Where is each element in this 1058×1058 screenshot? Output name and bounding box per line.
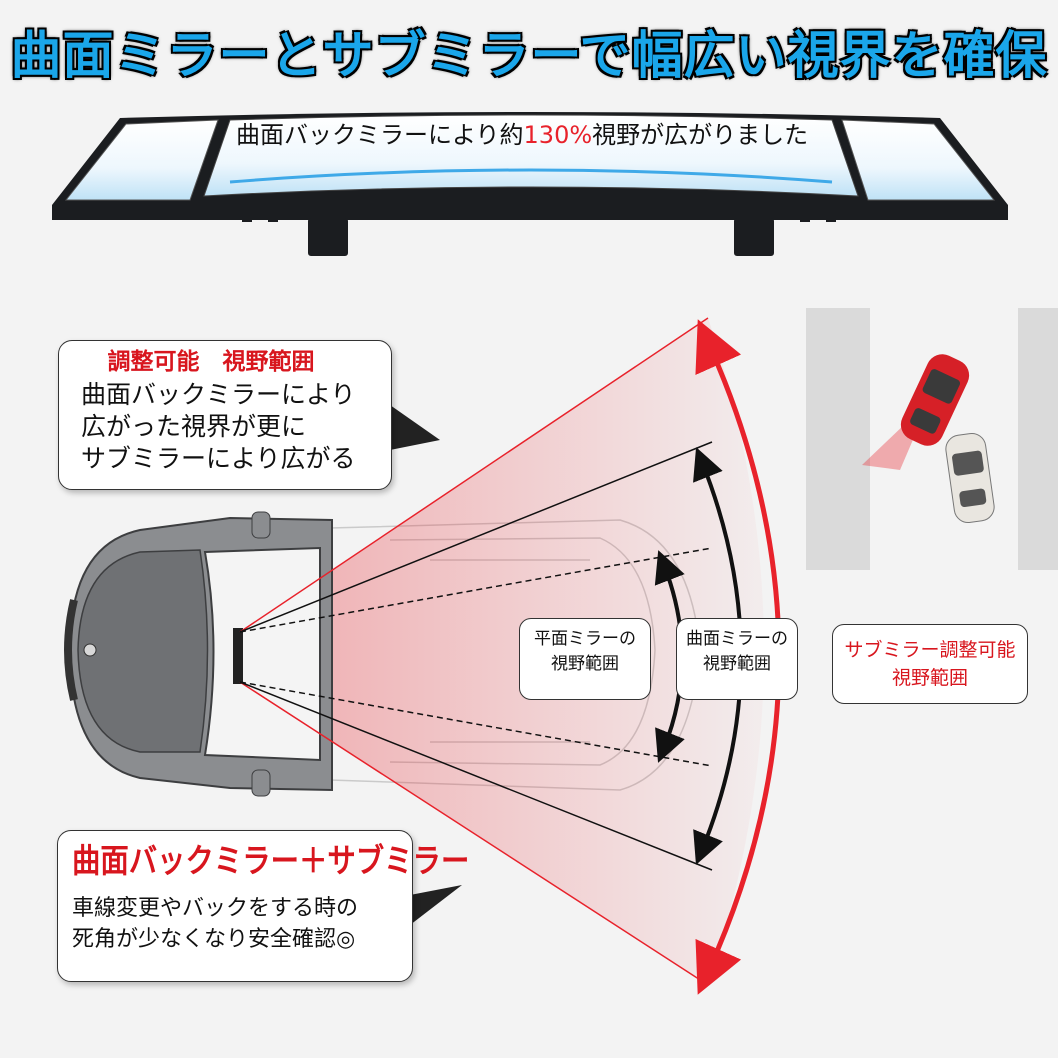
road-lane-right <box>1018 308 1058 570</box>
flat-label-line: 視野範囲 <box>551 654 619 674</box>
curved-label-line: 視野範囲 <box>703 654 771 674</box>
red-view-cone <box>240 318 764 985</box>
red-car <box>900 354 970 446</box>
adjustable-view-line: サブミラーにより広がる <box>81 444 356 473</box>
curved-mirror-range-label: 曲面ミラーの 視野範囲 <box>676 618 798 700</box>
sub-label-line: 視野範囲 <box>891 667 968 689</box>
road-scene <box>806 308 1058 570</box>
adjustable-view-line: 広がった視界が更に <box>81 412 307 441</box>
flat-mirror-range-label: 平面ミラーの 視野範囲 <box>519 618 651 700</box>
caption-suffix: 視野が広がりました <box>592 121 809 149</box>
center-blue-curve <box>229 168 833 184</box>
car-mirror-right <box>251 769 271 797</box>
mirror-caption: 曲面バックミラーにより約130%視野が広がりました <box>236 118 856 152</box>
car-hood <box>77 549 209 753</box>
right-sub-mirror <box>841 119 996 201</box>
adjustable-view-body: 曲面バックミラーにより 広がった視界が更に サブミラーにより広がる <box>81 379 391 475</box>
sub-label-line: サブミラー調整可能 <box>844 639 1016 661</box>
curved-label-line: 曲面ミラーの <box>686 629 788 649</box>
caption-prefix: 曲面バックミラーにより約 <box>236 121 524 149</box>
mount-clip-right <box>734 218 774 256</box>
combo-line: 車線変更やバックをする時の <box>72 896 359 921</box>
flat-label-line: 平面ミラーの <box>534 629 636 649</box>
adjustable-view-line: 曲面バックミラーにより <box>81 380 356 409</box>
callout-tail-bottom <box>410 885 462 925</box>
combo-callout: 曲面バックミラー＋サブミラー 車線変更やバックをする時の 死角が少なくなり安全確… <box>57 830 470 982</box>
headline-banner: 曲面ミラーとサブミラーで幅広い視界を確保 <box>0 6 1058 96</box>
car-mirror-left <box>251 511 271 539</box>
rearview-mirror-icon <box>233 628 243 684</box>
car-emblem <box>83 643 97 657</box>
caption-percentage: 130% <box>523 121 593 149</box>
car-windshield <box>203 546 321 762</box>
car-grille <box>64 599 78 701</box>
callout-tail-top <box>390 405 440 450</box>
view-range-diagram <box>64 308 1058 995</box>
adjustable-view-callout: 調整可能 視野範囲 曲面バックミラーにより 広がった視界が更に サブミラーにより… <box>58 340 392 490</box>
view-lines <box>239 317 713 986</box>
combo-title: 曲面バックミラー＋サブミラー <box>72 841 470 880</box>
sub-mirror-range-label: サブミラー調整可能 視野範囲 <box>832 624 1028 704</box>
combo-body: 車線変更やバックをする時の 死角が少なくなり安全確認◎ <box>72 893 412 955</box>
left-sub-mirror <box>64 119 219 201</box>
center-mirror <box>203 114 859 197</box>
road-lane-left <box>806 308 870 570</box>
mount-clip-left <box>308 218 348 256</box>
mirror-illustration <box>52 112 1008 256</box>
white-car <box>945 432 995 524</box>
headline-text: 曲面ミラーとサブミラーで幅広い視界を確保 <box>10 27 1048 86</box>
combo-line: 死角が少なくなり安全確認◎ <box>72 927 356 952</box>
adjustable-view-title: 調整可能 視野範囲 <box>107 349 315 375</box>
car-illustration <box>64 511 333 797</box>
